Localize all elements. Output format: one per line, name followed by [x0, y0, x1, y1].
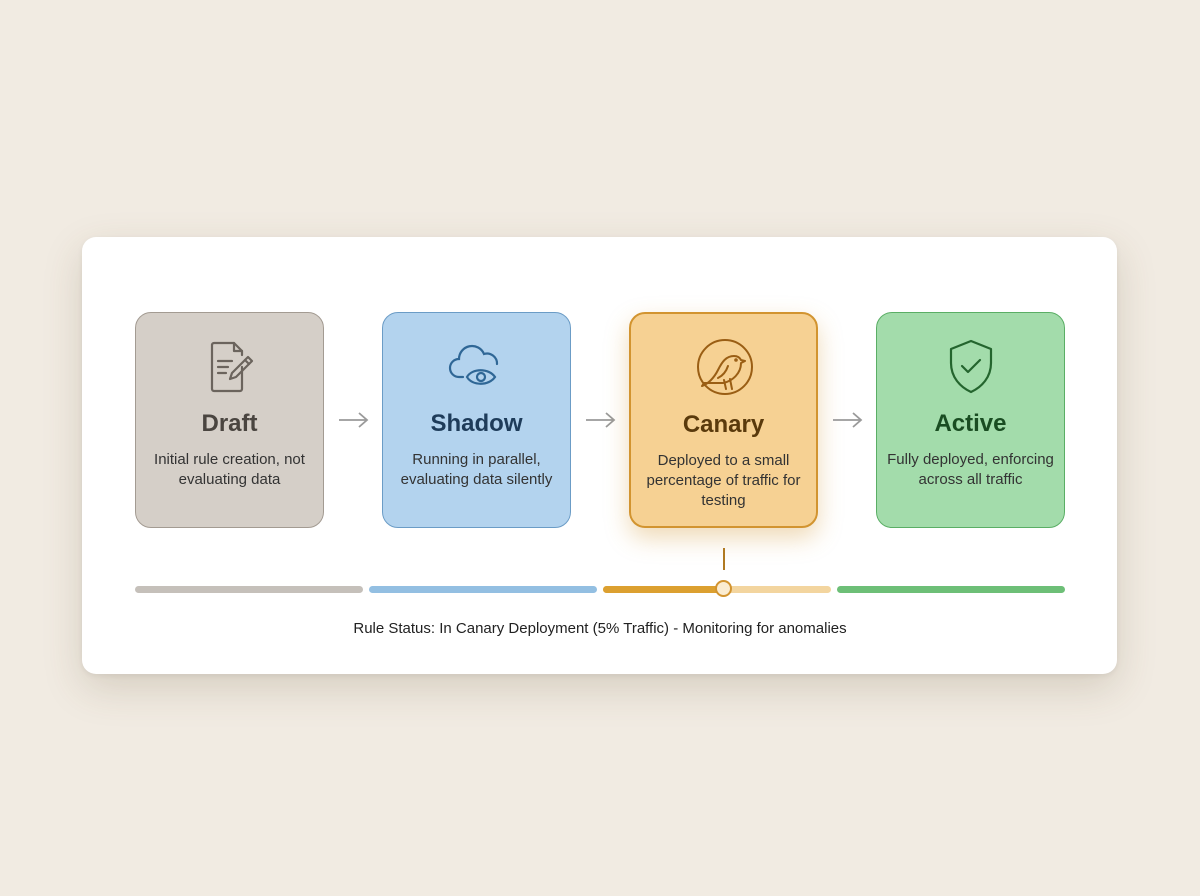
progress-segment-active — [837, 586, 1065, 593]
stage-active[interactable]: Active Fully deployed, enforcing across … — [876, 312, 1065, 528]
progress-segment-shadow — [369, 586, 597, 593]
shield-check-icon — [877, 337, 1064, 397]
arrow-right-icon — [833, 412, 863, 428]
stage-description: Initial rule creation, not evaluating da… — [154, 451, 305, 488]
current-position-marker — [722, 548, 725, 570]
stage-title: Shadow — [430, 410, 523, 437]
stage-description: Running in parallel, evaluating data sil… — [400, 451, 553, 488]
arrow-right-icon — [586, 412, 616, 428]
stage-description: Fully deployed, enforcing across all tra… — [887, 451, 1054, 488]
progress-segment-draft — [135, 586, 363, 593]
canary-bird-icon — [631, 338, 816, 398]
progress-knob[interactable] — [714, 580, 732, 597]
stage-canary[interactable]: Canary Deployed to a small percentage of… — [629, 312, 818, 528]
stage-draft[interactable]: Draft Initial rule creation, not evaluat… — [135, 312, 324, 528]
arrow-right-icon — [339, 412, 369, 428]
stage-title: Draft — [201, 410, 258, 437]
cloud-eye-icon — [383, 337, 570, 397]
stage-title: Canary — [682, 411, 765, 438]
progress-fill-canary — [603, 586, 724, 593]
document-edit-icon — [136, 337, 323, 397]
rule-status-text: Rule Status: In Canary Deployment (5% Tr… — [353, 620, 847, 637]
stage-shadow[interactable]: Shadow Running in parallel, evaluating d… — [382, 312, 571, 528]
stage-title: Active — [934, 410, 1007, 437]
stage-description: Deployed to a small percentage of traffi… — [646, 452, 801, 509]
